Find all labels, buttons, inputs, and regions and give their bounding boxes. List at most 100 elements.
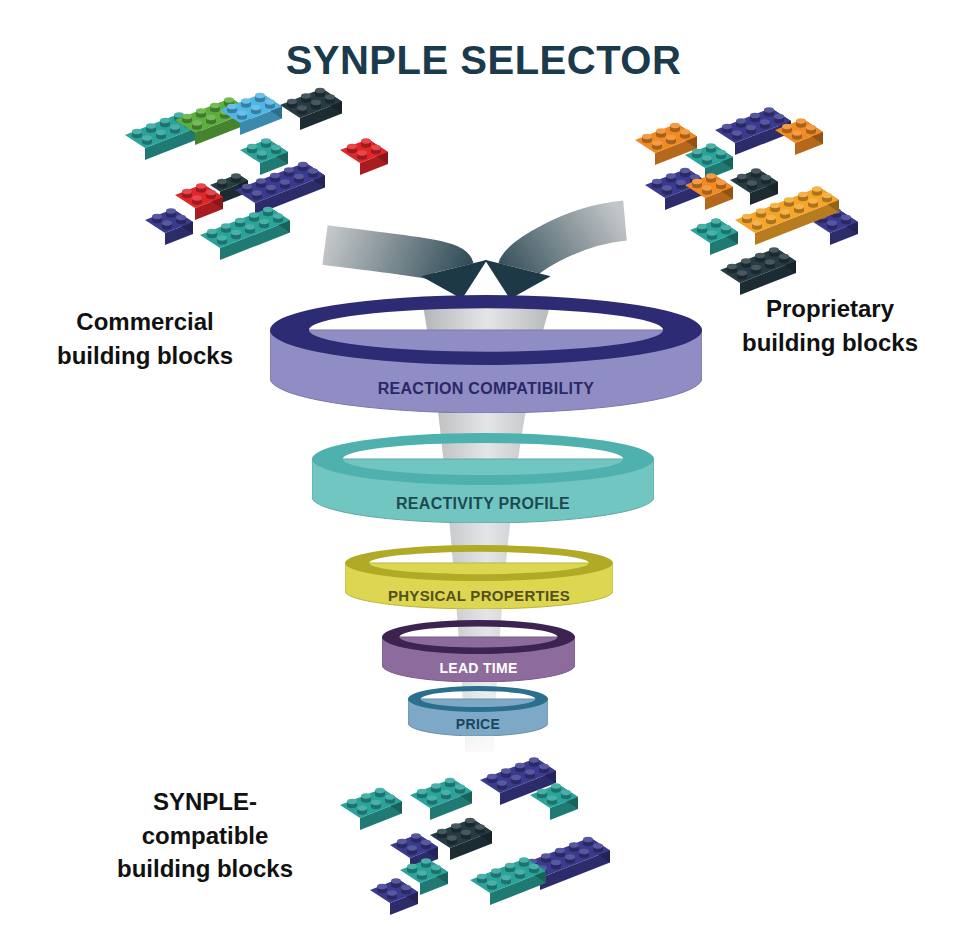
- brick-stud-top: [706, 143, 716, 149]
- brick-stud-top: [569, 842, 579, 848]
- brick-stud-top: [407, 864, 417, 870]
- brick-stud-top: [297, 105, 307, 111]
- brick-stud-top: [555, 848, 565, 854]
- brick-top: [430, 819, 492, 849]
- brick-stud-top: [270, 173, 280, 179]
- brick-stud-top: [515, 869, 525, 875]
- brick-stud-top: [774, 114, 784, 120]
- brick-stud-top: [764, 107, 774, 113]
- brick-stud-top: [377, 884, 387, 890]
- brick-top: [235, 163, 325, 204]
- brick-stud-top: [583, 837, 593, 843]
- brick-illustration: [115, 95, 395, 245]
- brick-cluster: Proprietary building blocks: [625, 110, 860, 280]
- brick-stud-top: [437, 829, 447, 835]
- brick-stud-top: [551, 860, 561, 866]
- group-label: SYNPLE-compatible building blocks: [95, 785, 315, 886]
- brick-stud-top: [656, 128, 666, 134]
- brick-stud-top: [676, 180, 686, 186]
- brick-stud-top: [779, 254, 789, 260]
- brick-stud-top: [769, 247, 779, 253]
- toy-brick: [235, 162, 325, 215]
- brick-illustration: [330, 760, 640, 910]
- ring-rim: [382, 620, 575, 654]
- ring-band-text-area: REACTION COMPATIBILITY: [270, 365, 702, 413]
- brick-stud-top: [251, 105, 261, 111]
- brick-stud-top: [751, 168, 761, 174]
- brick-stud-top: [716, 150, 726, 156]
- brick-stud-top: [451, 823, 461, 829]
- brick-stud-top: [245, 224, 255, 230]
- toy-brick: [775, 118, 823, 155]
- ring-band-text-area: PHYSICAL PROPERTIES: [345, 581, 613, 609]
- brick-stud-top: [266, 185, 276, 191]
- brick-stud-top: [702, 185, 712, 191]
- brick-top: [730, 169, 778, 193]
- brick-stud-top: [477, 874, 487, 880]
- brick-stud-top: [146, 123, 156, 129]
- brick-stud-top: [259, 219, 269, 225]
- brick-stud-top: [241, 98, 251, 104]
- brick-stud-top: [231, 173, 241, 179]
- flow-arrow: [325, 245, 487, 299]
- brick-stud-top: [761, 175, 771, 181]
- brick-stud-top: [445, 778, 455, 784]
- toy-brick: [730, 168, 778, 205]
- brick-stud-top: [371, 800, 381, 806]
- brick-stud-top: [421, 858, 431, 864]
- brick-top: [735, 187, 839, 233]
- brick-top: [370, 879, 418, 903]
- toy-brick: [200, 207, 290, 260]
- toy-brick: [220, 93, 282, 135]
- brick-stud-top: [541, 853, 551, 859]
- brick-stud-top: [501, 768, 511, 774]
- brick-stud-top: [792, 130, 802, 136]
- brick-stud-top: [551, 783, 561, 789]
- brick-stud-top: [207, 229, 217, 235]
- toy-brick: [690, 218, 738, 255]
- brick-stud-top: [447, 835, 457, 841]
- brick-stud-top: [721, 225, 731, 231]
- brick-stud-top: [666, 173, 676, 179]
- ring-label: REACTION COMPATIBILITY: [378, 380, 595, 398]
- brick-stud-top: [325, 94, 335, 100]
- brick-top: [390, 834, 438, 858]
- brick-stud-top: [273, 213, 283, 219]
- brick-stud-top: [417, 870, 427, 876]
- funnel-ring: PHYSICAL PROPERTIES: [345, 545, 613, 609]
- brick-stud-top: [257, 150, 267, 156]
- brick-stud-top: [722, 124, 732, 130]
- brick-top: [685, 144, 733, 168]
- brick-top: [145, 209, 193, 233]
- brick-top: [240, 139, 288, 163]
- brick-stud-top: [727, 264, 737, 270]
- brick-stud-top: [537, 789, 547, 795]
- brick-stud-top: [231, 230, 241, 236]
- brick-stud-top: [152, 214, 162, 220]
- brick-stud-top: [391, 878, 401, 884]
- brick-stud-top: [407, 845, 417, 851]
- brick-stud-top: [841, 215, 851, 221]
- brick-stud-top: [529, 864, 539, 870]
- brick-stud-top: [357, 150, 367, 156]
- ring-label: PRICE: [456, 716, 500, 732]
- brick-stud-top: [770, 203, 780, 209]
- brick-stud-top: [670, 123, 680, 129]
- brick-front: [755, 200, 839, 245]
- brick-stud-top: [782, 124, 792, 130]
- brick-stud-top: [747, 180, 757, 186]
- brick-stud-top: [421, 840, 431, 846]
- brick-stud-top: [487, 880, 497, 886]
- brick-stud-top: [431, 783, 441, 789]
- brick-top: [530, 784, 578, 808]
- brick-stud-top: [707, 230, 717, 236]
- brick-stud-top: [827, 220, 837, 226]
- group-label: Proprietary building blocks: [720, 292, 940, 359]
- toy-brick: [685, 173, 733, 210]
- ring-band-text-area: PRICE: [408, 712, 548, 736]
- toy-brick: [720, 247, 796, 295]
- brick-stud-top: [561, 790, 571, 796]
- brick-stud-top: [692, 179, 702, 185]
- brick-stud-top: [796, 118, 806, 124]
- brick-stud-top: [666, 135, 676, 141]
